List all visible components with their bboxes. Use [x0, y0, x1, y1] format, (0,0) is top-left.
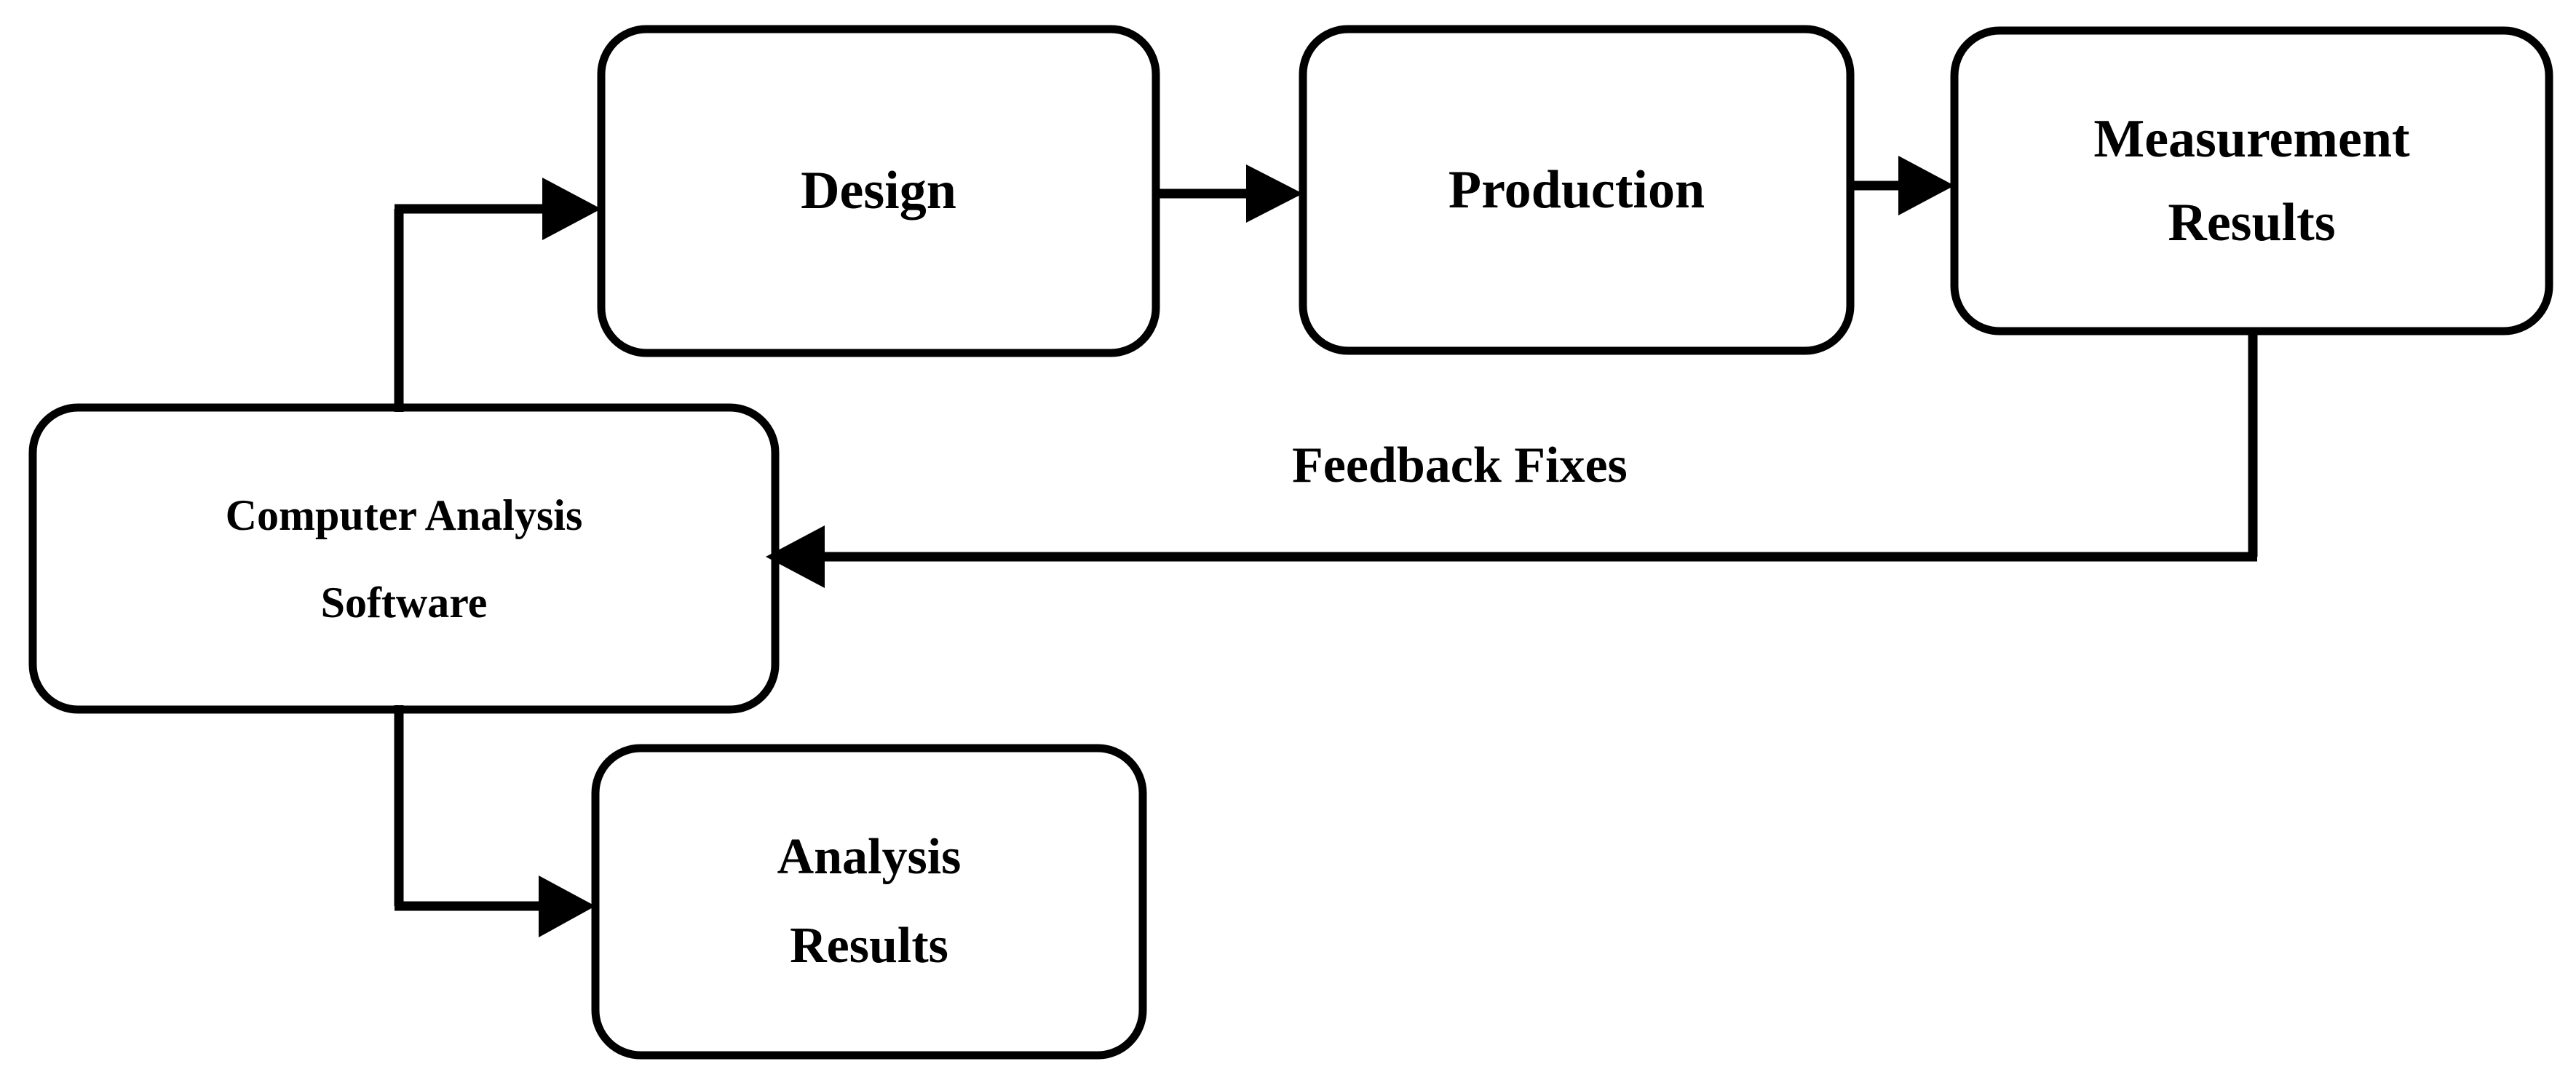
edge-design-to-production: [1156, 164, 1303, 223]
node-box-measurement-results[interactable]: [1950, 26, 2553, 335]
edge-computer-analysis-to-analysis-results: [394, 705, 595, 937]
node-box-production[interactable]: [1299, 25, 1855, 355]
edge-label-feedback-fixes: Feedback Fixes: [1292, 437, 1628, 493]
node-box-analysis-results[interactable]: [591, 744, 1147, 1060]
edge-production-to-measurement-results: [1850, 156, 1954, 215]
edge-measurement-to-computer-analysis: [766, 331, 2258, 588]
edge-computer-analysis-to-design: [394, 178, 601, 412]
node-box-design[interactable]: [597, 25, 1160, 357]
node-box-computer-analysis-software[interactable]: [28, 403, 780, 714]
